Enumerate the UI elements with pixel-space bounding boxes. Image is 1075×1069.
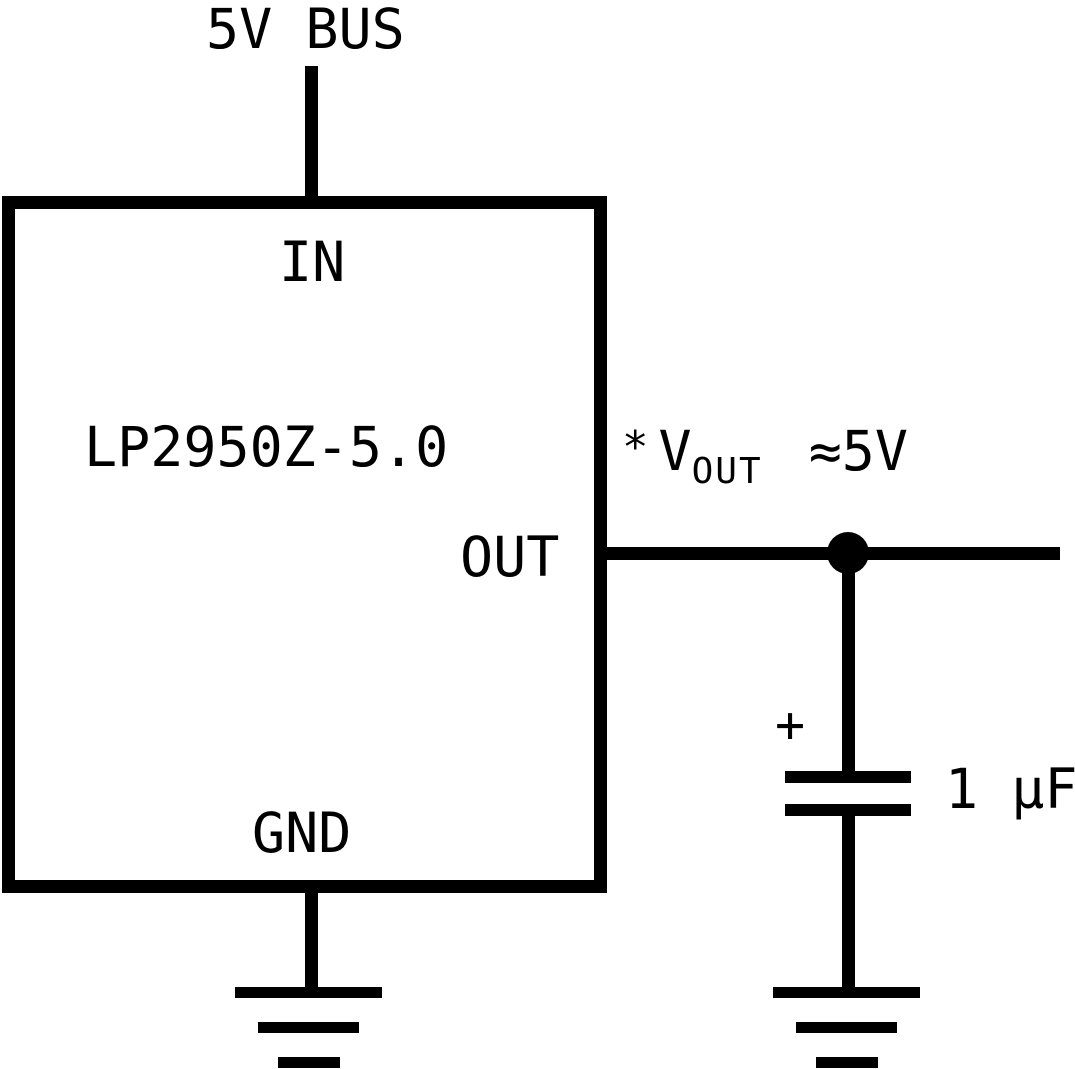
ground-symbol-right [773, 987, 920, 1068]
capacitor-bottom-wire [842, 816, 855, 990]
capacitor-value-label: 1 μF [945, 757, 1075, 821]
ground-bar-1 [235, 987, 382, 998]
input-wire [305, 66, 318, 196]
vout-value: ≈5V [808, 419, 908, 483]
footnote-asterisk: * [622, 422, 649, 473]
ground-bar-1 [773, 987, 920, 998]
bus-voltage-label: 5V BUS [206, 0, 405, 61]
capacitor-plate-top [785, 771, 911, 783]
capacitor-top-wire [842, 553, 855, 773]
pin-gnd-label: GND [252, 801, 352, 865]
gnd-wire [305, 880, 318, 990]
ground-bar-2 [796, 1022, 897, 1033]
ground-bar-2 [258, 1022, 359, 1033]
vout-subscript: OUT [691, 451, 763, 492]
part-number-label: LP2950Z-5.0 [84, 415, 449, 479]
ground-bar-3 [277, 1057, 340, 1068]
ground-bar-3 [815, 1057, 878, 1068]
pin-out-label: OUT [460, 525, 560, 589]
capacitor-plate-bottom [785, 804, 911, 816]
ground-symbol-left [235, 987, 382, 1068]
capacitor-polarity-sign: + [775, 696, 806, 754]
vout-symbol: V [658, 419, 692, 483]
regulator-box [2, 196, 607, 893]
output-voltage-annotation: * V OUT ≈5V [622, 424, 908, 490]
pin-in-label: IN [279, 230, 346, 294]
